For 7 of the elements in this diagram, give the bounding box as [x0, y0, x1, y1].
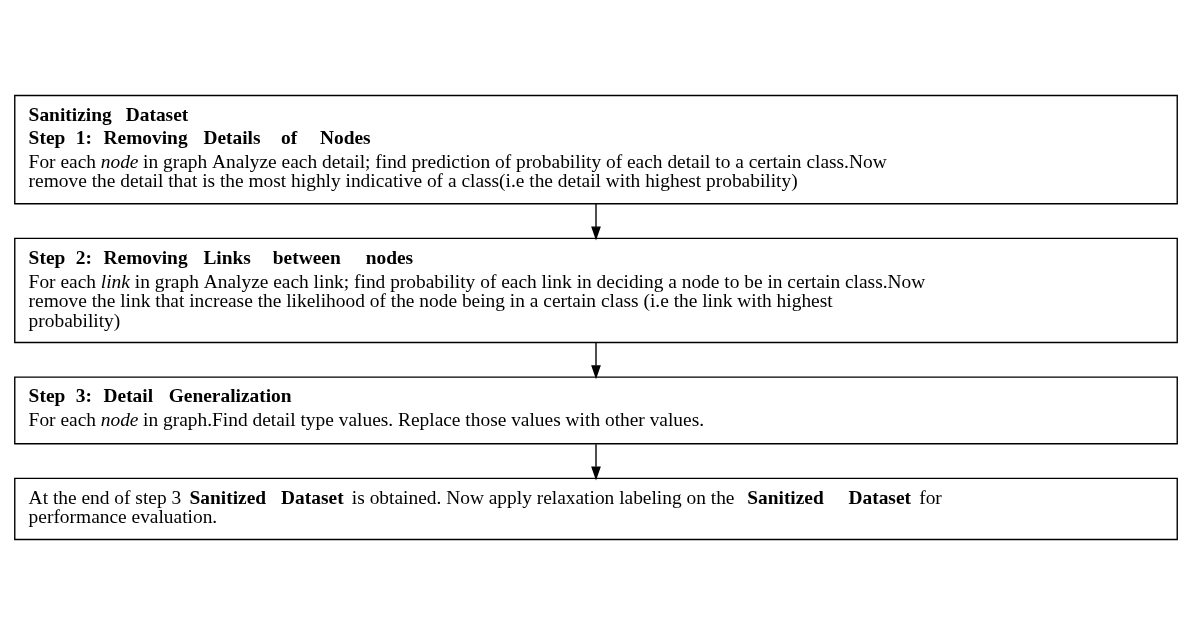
- arrow: [591, 342, 601, 380]
- node-box: At the end of step 3 Sanitized Dataset is obtained. Now apply relaxation labeling on the Sanitized Dataset for performance evaluation.: [14, 477, 1178, 541]
- arrow: [591, 203, 601, 241]
- node-box: Step 2: Removing Links between nodes For each link in graph Analyze each link; find probability of each link in deciding a node to be in certain class.Now remove the link that increase the likelihood of the node being in a certain class (i.e the link with highest probability): [14, 237, 1178, 344]
- node-box: Step 3: Detail Generalization For each node in graph.Find detail type values. Replace those values with other values.: [14, 376, 1178, 445]
- node-box: Sanitizing Dataset Step 1: Removing Details of Nodes For each node in graph Analyze each detail; find prediction of probability of each detail to a certain class.Now remove the detail that is the most highly indicative of a class(i.e the detail with highest probability): [14, 94, 1178, 205]
- arrow: [591, 443, 601, 481]
